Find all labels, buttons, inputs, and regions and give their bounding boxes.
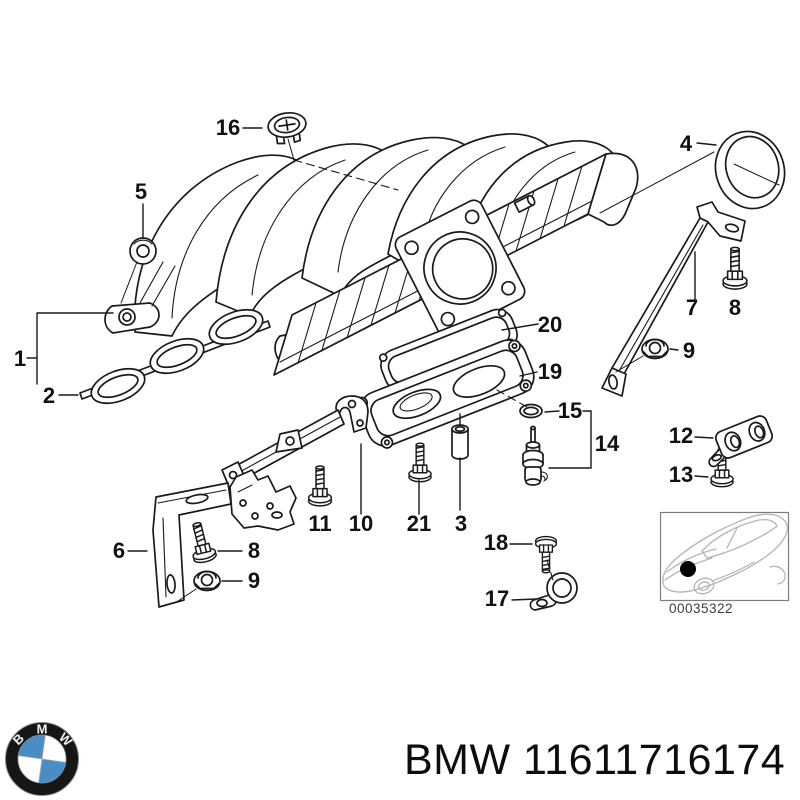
part-oring-15 xyxy=(519,403,543,419)
callout-21: 21 xyxy=(407,511,431,536)
part-bolt-21 xyxy=(408,442,432,483)
part-grommet-5 xyxy=(129,237,157,265)
logo-letter-m: M xyxy=(37,722,48,737)
callout-11: 11 xyxy=(308,511,331,536)
callout-16: 16 xyxy=(216,115,240,140)
part-intake-manifold xyxy=(104,133,639,376)
bmw-logo: B M W xyxy=(5,722,79,796)
part-bracket-6 xyxy=(152,482,232,608)
part-spacer-sleeve-3 xyxy=(451,424,469,460)
callout-6: 6 xyxy=(113,538,125,563)
logo-quadrant-blue-1 xyxy=(18,735,46,759)
callout-5: 5 xyxy=(135,179,147,204)
part-seal-ring-4 xyxy=(714,130,786,210)
image-code-label: 00035322 xyxy=(669,601,733,616)
part-number-title: BMW 11611716174 xyxy=(404,736,786,784)
callout-12: 12 xyxy=(669,423,693,448)
callout-13: 13 xyxy=(669,462,693,487)
callout-8-upper: 8 xyxy=(729,295,741,320)
callout-19: 19 xyxy=(538,359,562,384)
part-bracket-7 xyxy=(601,201,746,397)
part-nut-9-upper xyxy=(641,338,669,360)
callout-10: 10 xyxy=(349,511,373,536)
callout-1: 1 xyxy=(14,346,26,371)
car-thumbnail: 00035322 xyxy=(659,511,790,616)
callout-20: 20 xyxy=(538,312,562,337)
part-sensor-14 xyxy=(522,425,548,486)
callout-3: 3 xyxy=(455,511,467,536)
part-cap-16 xyxy=(267,111,307,145)
part-bolt-18 xyxy=(534,535,558,574)
part-bolt-8-upper xyxy=(722,246,748,290)
part-clamp-12 xyxy=(708,415,774,468)
part-profile-gasket-2 xyxy=(79,308,271,405)
part-clamp-17 xyxy=(529,572,578,611)
logo-quadrant-blue-2 xyxy=(38,759,66,783)
callout-14: 14 xyxy=(595,431,620,456)
part-bolt-8-lower xyxy=(184,519,219,566)
callout-2: 2 xyxy=(43,383,55,408)
callout-8-lower: 8 xyxy=(248,538,260,563)
part-bracket-10 xyxy=(221,395,369,531)
part-bolt-11 xyxy=(307,465,333,507)
part-nut-9-lower xyxy=(193,570,221,592)
callout-7: 7 xyxy=(686,295,698,320)
callout-17: 17 xyxy=(485,586,509,611)
leader-lines xyxy=(26,127,780,602)
location-dot xyxy=(680,561,696,577)
part-valley-cover-19 xyxy=(355,339,535,449)
exploded-parts-diagram: 1 2 3 4 5 6 7 8 8 9 9 10 11 12 13 14 15 … xyxy=(14,111,790,616)
callout-15: 15 xyxy=(558,398,582,423)
callout-9-lower: 9 xyxy=(248,568,260,593)
callout-4: 4 xyxy=(680,131,693,156)
callout-9-upper: 9 xyxy=(683,338,695,363)
callout-18: 18 xyxy=(484,530,508,555)
